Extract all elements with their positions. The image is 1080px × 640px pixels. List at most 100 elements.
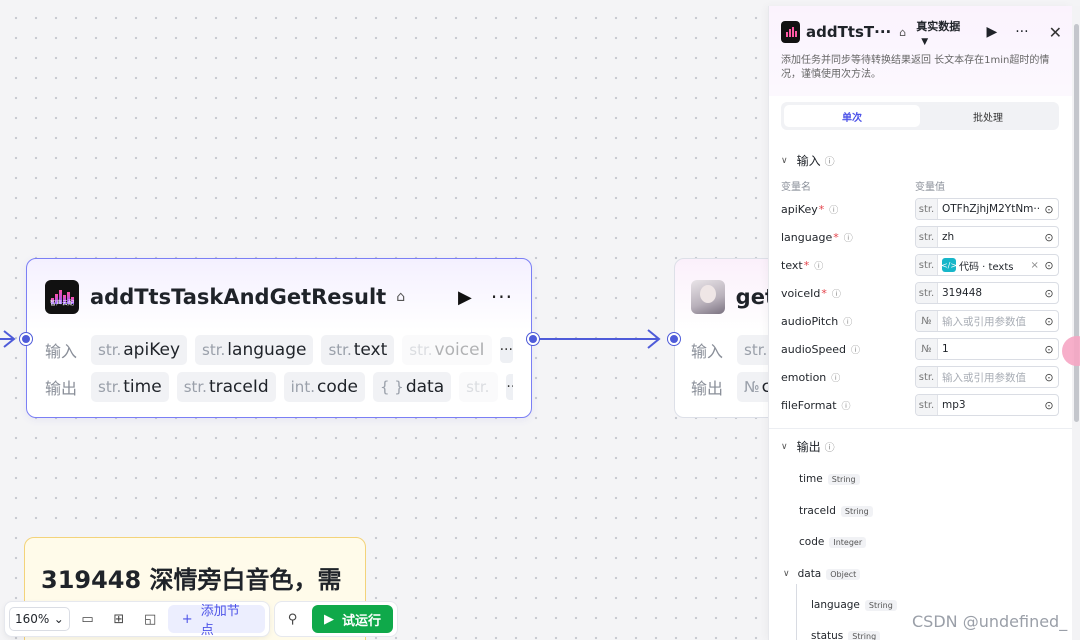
add-node-button[interactable]: +添加节点 [167, 604, 265, 638]
tree-line [796, 584, 797, 640]
node2-avatar [691, 280, 725, 314]
play-icon: ▶ [323, 611, 334, 627]
edge-arrow [647, 329, 661, 349]
more-options-button[interactable]: ··· [490, 285, 513, 309]
edge-incoming-arrow [3, 330, 16, 348]
param-input[interactable]: str.输入或引用参数值⊙ [915, 366, 1059, 388]
panel-description: 添加任务并同步等待转换结果返回 长文本存在1min超时的情况，谨慎使用次方法。 [781, 55, 1050, 80]
try-run-button[interactable]: ▶ 试运行 [312, 605, 393, 633]
info-icon: ⓘ [814, 261, 824, 272]
api-icon: ⌂ [899, 25, 907, 39]
info-icon: ⓘ [824, 157, 835, 168]
input-chip: str.language [195, 335, 314, 365]
param-row-language: language*ⓘ str.zh⊙ [781, 226, 1059, 248]
remove-icon[interactable]: × [1030, 259, 1039, 271]
variable-ref-icon: ⊙ [1044, 230, 1054, 244]
plugin-node-addTtsTaskAndGetResult[interactable]: 智声云配 addTtsTaskAndGetResult ⌂ ▶ ··· 输入 s… [26, 258, 532, 418]
layout-grid-icon[interactable]: ⊞ [113, 611, 125, 627]
run-node-button[interactable]: ▶ [458, 286, 472, 308]
variable-ref-icon: ⊙ [1044, 370, 1054, 384]
more-options-button[interactable]: ··· [1015, 24, 1029, 40]
param-row-text: text*ⓘ str.</>代码 · texts×⊙ [781, 254, 1059, 276]
info-icon: ⓘ [831, 373, 841, 384]
inputs-label: 输入 [691, 342, 724, 361]
output-chip: { }data [372, 372, 452, 402]
output-chip: str. [459, 372, 499, 402]
info-icon: ⓘ [843, 317, 853, 328]
wrench-icon[interactable]: ⚲ [287, 611, 298, 627]
node1-input-port[interactable] [20, 333, 32, 345]
variable-ref-icon: ⊙ [1044, 258, 1054, 272]
col-header-value: 变量值 [915, 182, 945, 193]
try-run-label: 试运行 [341, 613, 381, 629]
param-input[interactable]: str.mp3⊙ [915, 394, 1059, 416]
note-text: 319448 深情旁白音色，需 [41, 566, 342, 594]
input-chip: str.apiKey [91, 335, 188, 365]
watermark: CSDN @undefined_ [912, 612, 1068, 631]
close-icon[interactable]: ✕ [1048, 22, 1062, 42]
run-mode-tabs: 单次 批处理 [781, 102, 1059, 130]
info-icon: ⓘ [829, 205, 839, 216]
data-mode-select[interactable]: 真实数据▼ [916, 19, 961, 47]
param-input[interactable]: str.OTFhZjhjM2YtNm···⊙ [915, 198, 1059, 220]
col-header-name: 变量名 [781, 182, 811, 193]
chevron-down-icon: ⌄ [53, 612, 64, 626]
variable-ref-icon: ⊙ [1044, 342, 1054, 356]
output-chip: str.time [91, 372, 169, 402]
tab-single[interactable]: 单次 [784, 105, 920, 127]
run-toolbar: ⚲ ▶ 试运行 [274, 601, 398, 637]
run-button[interactable]: ▶ [986, 24, 998, 40]
comment-icon[interactable]: ▭ [81, 611, 94, 627]
minimap-icon[interactable]: ◱ [143, 611, 157, 627]
node2-input-port[interactable] [668, 333, 680, 345]
param-input[interactable]: str.</>代码 · texts×⊙ [915, 254, 1059, 276]
variable-ref-icon: ⊙ [1044, 314, 1054, 328]
plugin-logo: 智声云配 [45, 280, 79, 314]
node-test-panel: addTtsT··· ⌂ 真实数据▼ ▶ ··· ✕ 添加任务并同步等待转换结果… [768, 6, 1072, 640]
zoom-select[interactable]: 160%⌄ [9, 607, 70, 631]
chevron-down-icon: ∨ [783, 569, 790, 579]
info-icon: ⓘ [843, 233, 853, 244]
code-icon: </> [941, 258, 957, 272]
plugin-logo-small [781, 21, 800, 43]
floating-assistant-icon[interactable] [1062, 336, 1080, 366]
param-row-apiKey: apiKey*ⓘ str.OTFhZjhjM2YtNm···⊙ [781, 198, 1059, 220]
tab-batch[interactable]: 批处理 [973, 112, 1003, 124]
scrollbar-thumb[interactable] [1074, 24, 1079, 422]
node2-inputs-row: 输入 str.r [691, 335, 775, 365]
outputs-more-button[interactable]: ··· [506, 374, 513, 400]
add-node-label: 添加节点 [200, 604, 240, 638]
zoom-value: 160% [15, 612, 50, 626]
outputs-label: 输出 [45, 379, 78, 398]
chevron-down-icon: ∨ [781, 155, 788, 166]
input-chip: str.voiceI [402, 335, 492, 365]
input-chip: str.text [321, 335, 395, 365]
node-header: 智声云配 addTtsTaskAndGetResult ⌂ ▶ ··· [45, 277, 513, 317]
panel-header: addTtsT··· ⌂ 真实数据▼ ▶ ··· ✕ 添加任务并同步等待转换结果… [769, 6, 1072, 96]
chevron-down-icon: ∨ [781, 441, 788, 452]
panel-title: addTtsT··· [805, 23, 892, 41]
output-chip: str.traceId [176, 372, 276, 402]
output-chip: int.code [283, 372, 365, 402]
canvas-toolbar: 160%⌄ ▭ ⊞ ◱ +添加节点 [4, 601, 270, 638]
param-input[interactable]: str.zh⊙ [915, 226, 1059, 248]
variable-ref-icon: ⊙ [1044, 202, 1054, 216]
outputs-label: 输出 [691, 379, 724, 398]
node1-output-port[interactable] [527, 333, 539, 345]
info-icon: ⓘ [831, 289, 841, 300]
inputs-more-button[interactable]: ··· [499, 337, 513, 363]
node2-header: get [691, 277, 775, 317]
param-input[interactable]: str.319448⊙ [915, 282, 1059, 304]
